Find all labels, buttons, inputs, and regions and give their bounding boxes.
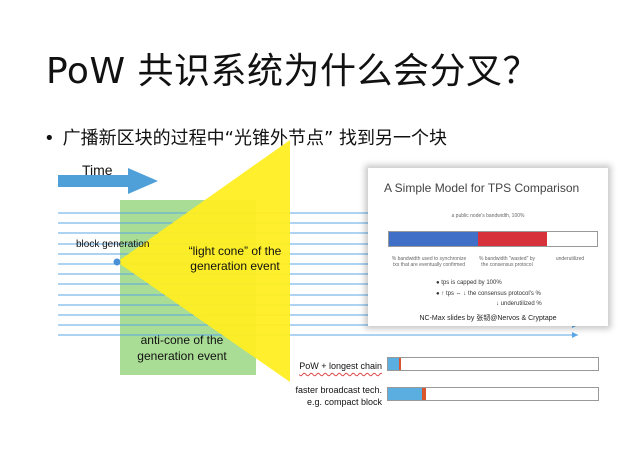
tps-model-panel: A Simple Model for TPS Comparison a publ…	[368, 168, 608, 326]
bandwidth-caption: a public node's bandwidth, 100%	[451, 213, 525, 219]
bullet-text: 广播新区块的过程中“光锥外节点” 找到另一个块	[62, 128, 447, 149]
time-label: Time	[82, 162, 113, 178]
bandwidth-segment-sync	[389, 232, 479, 246]
row-bar-compact-used	[388, 388, 422, 400]
bullet-point: • 广播新区块的过程中“光锥外节点” 找到另一个块	[44, 124, 447, 150]
block-generation-point	[113, 258, 121, 266]
row-bar-pow	[387, 357, 599, 371]
light-cone	[117, 140, 290, 382]
row-label-compact-block: faster broadcast tech. e.g. compact bloc…	[295, 385, 382, 407]
panel-footer: NC-Max slides by 张韧@Nervos & Cryptape	[419, 315, 557, 322]
note-sync: % bandwidth used to synchronize txs that…	[391, 256, 467, 268]
point-tps-tradeoff: ● ↑ tps ⇔ ↓ the consensus protocol's %	[436, 291, 541, 297]
row-bar-pow-used	[388, 358, 399, 370]
note-underutilized: underutilized	[555, 256, 585, 262]
bandwidth-segment-underutilized	[547, 232, 597, 246]
panel-title: A Simple Model for TPS Comparison	[384, 181, 580, 195]
slide-title: PoW 共识系统为什么会分叉？	[46, 51, 539, 92]
bandwidth-bar	[388, 231, 598, 247]
time-arrow	[58, 168, 158, 194]
row-bar-pow-wasted	[398, 358, 401, 370]
bandwidth-segment-wasted	[478, 232, 548, 246]
bullet-marker: •	[44, 128, 55, 149]
row-bar-compact-wasted	[421, 388, 426, 400]
block-generation-label: block generation	[76, 239, 150, 250]
point-underutilized: ↓ underutilized %	[496, 301, 542, 307]
row-bar-compact-block	[387, 387, 599, 401]
note-wasted: % bandwidth "wasted" by the consensus pr…	[478, 256, 536, 268]
light-cone-label: “light cone” of the generation event	[188, 244, 282, 273]
row-label-pow: PoW + longest chain	[276, 361, 382, 371]
anti-cone-label: anti-cone of the generation event	[137, 333, 227, 363]
point-tps-capped: ● tps is capped by 100%	[436, 280, 502, 286]
row-label-pow-text: PoW + longest chain	[299, 361, 382, 371]
